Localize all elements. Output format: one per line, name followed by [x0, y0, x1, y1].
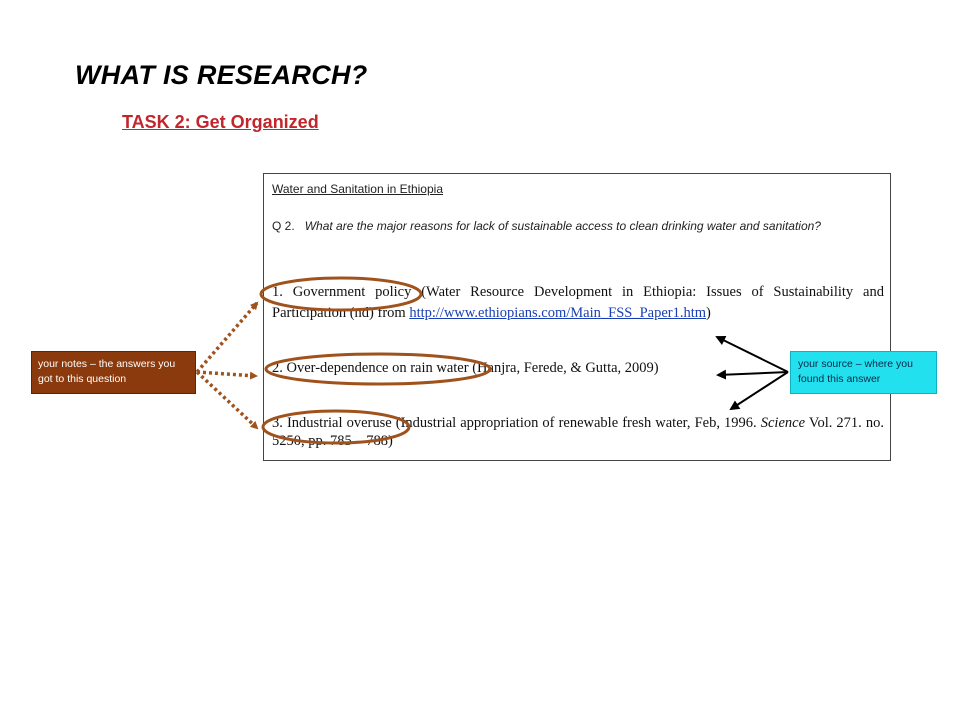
document-heading: Water and Sanitation in Ethiopia — [272, 182, 443, 196]
source-callout: your source – where you found this answe… — [790, 351, 937, 394]
slide-title: WHAT IS RESEARCH? — [75, 60, 368, 90]
answer-item-3: 3. Industrial overuse (Industrial approp… — [272, 414, 884, 450]
answer-source-3: (Industrial appropriation of renewable f… — [391, 415, 761, 431]
source-link[interactable]: http://www.ethiopians.com/Main_FSS_Paper… — [409, 305, 707, 321]
answer-note-3: 3. Industrial overuse — [272, 415, 392, 431]
notes-arrow-1 — [195, 301, 259, 374]
answer-note-2: 2. Over-dependence on rain water — [272, 360, 469, 376]
answer-source-1-end: ) — [706, 305, 711, 321]
answer-item-1: 1. Government policy (Water Resource Dev… — [272, 282, 884, 324]
slide-subtitle: TASK 2: Get Organized — [122, 112, 319, 132]
source-callout-label: your source – where you found this answe… — [798, 358, 913, 385]
question-text: What are the major reasons for lack of s… — [304, 219, 821, 233]
research-document-box: Water and Sanitation in Ethiopia Q 2. Wh… — [263, 173, 891, 461]
question-label: Q 2. — [272, 219, 295, 233]
journal-name: Science — [760, 415, 806, 431]
notes-callout: your notes – the answers you got to this… — [31, 351, 196, 394]
notes-arrow-2 — [196, 370, 258, 380]
answer-source-2: (Hanjra, Ferede, & Gutta, 2009) — [468, 360, 659, 376]
answer-note-1: 1. Government policy — [272, 284, 412, 300]
notes-arrow-3 — [195, 370, 259, 430]
question: Q 2. What are the major reasons for lack… — [272, 219, 872, 234]
notes-callout-label: your notes – the answers you got to this… — [38, 358, 176, 385]
